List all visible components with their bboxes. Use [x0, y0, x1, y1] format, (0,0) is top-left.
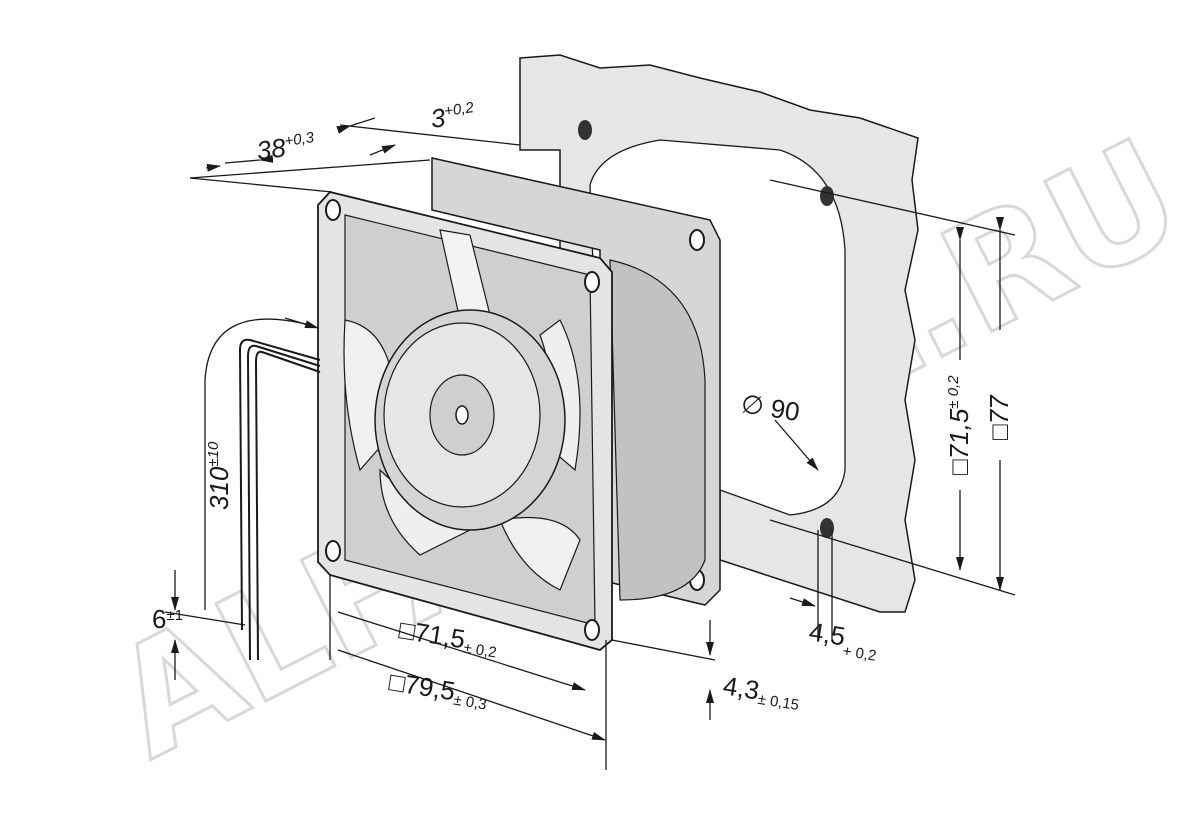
- fan-front-frame: [317, 190, 613, 651]
- dim-thickness-label: 3+0,2: [429, 98, 477, 134]
- dimension-lines: [164, 117, 1016, 770]
- dim-depth-label: 38+0,3: [255, 128, 318, 166]
- dim-flange-label: 4,3± 0,15: [721, 670, 803, 714]
- dim-cable-length-label: 310±10: [204, 441, 234, 510]
- dim-frame-size-label: □79,5± 0,3: [387, 666, 490, 713]
- dim-hole-diameter-label: 4,5+ 0,2: [806, 616, 881, 664]
- dim-strip-label: 6±1: [152, 604, 183, 634]
- fan-rear-frame: [431, 157, 721, 606]
- dim-pitch-panel-label: □71,5± 0,2: [944, 375, 974, 475]
- dim-panel-size-label: □77: [984, 394, 1014, 440]
- cable: [238, 338, 321, 661]
- panel-hole-icon: [578, 120, 592, 140]
- panel-hole-icon: [820, 518, 834, 538]
- panel-hole-icon: [820, 186, 834, 206]
